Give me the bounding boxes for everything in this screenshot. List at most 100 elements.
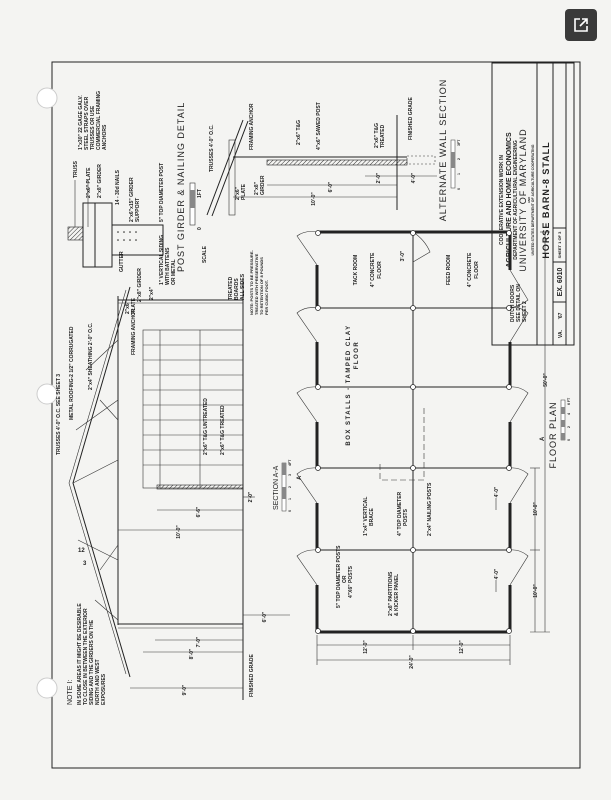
- note-text: IN SOME AREAS IT MIGHT BE DESIRABLETO CL…: [77, 603, 107, 705]
- scale-tick: 6 FT: [567, 397, 571, 405]
- alt-tg-treated-label: 2"x6" T&GTREATED: [374, 123, 386, 148]
- title-block: COOPERATIVE EXTENSION WORK IN AGRICULTUR…: [491, 62, 575, 346]
- post-girder-detail-title: POST GIRDER & NAILING DETAIL: [176, 102, 186, 272]
- treated-boards-label: TREATEDBOARDSALL SIDES: [228, 273, 246, 300]
- alternate-wall-section-title: ALTERNATE WALL SECTION: [438, 79, 448, 222]
- alt-dim-10-0: 10'-0": [311, 192, 317, 206]
- title-block-line-2: AGRICULTURE AND HOME ECONOMICS: [506, 132, 513, 268]
- straps-label: 1"x30" 22 GAGE GALV.STEEL STRAPS OVERTRU…: [78, 91, 108, 150]
- floor-plan: TACK ROOM 4" CONCRETEFLOOR FEED ROOM 4" …: [296, 230, 571, 669]
- nailing-posts-label: 2"x4" NAILING POSTS: [427, 482, 433, 536]
- posts-treatment-note: NOTE: POSTS TO BE PRESSURE-TREATED WITH …: [249, 250, 269, 315]
- scale-tick: 1: [457, 173, 461, 175]
- finished-grade-label: FINISHED GRADE: [249, 654, 255, 697]
- title-block-year: '67: [558, 312, 564, 319]
- title-block-line-5: AND: [527, 196, 531, 203]
- open-external-button[interactable]: [565, 9, 597, 41]
- note-title: NOTE I:: [67, 680, 74, 705]
- external-link-icon: [574, 18, 588, 32]
- title-block-line-6: UNITED STATES DEPARTMENT OF AGRICULTURE …: [531, 144, 535, 255]
- feed-room-label: FEED ROOM: [446, 255, 452, 285]
- scale-tick: 2: [567, 426, 571, 428]
- width-dim-2: 12'-0": [459, 640, 465, 654]
- girder-label: 2"x8" GIRDER: [97, 164, 103, 198]
- floor-plan-title: FLOOR PLAN: [548, 401, 558, 468]
- alt-plate-label: 2"x6"PLATE: [235, 183, 247, 200]
- scale-start: 0: [197, 227, 203, 230]
- binder-holes: [36, 87, 58, 699]
- nails-label: 14 - 30d NAILS: [115, 169, 121, 205]
- scale-tick: 0: [457, 188, 461, 190]
- truss-label: TRUSS: [73, 160, 79, 178]
- stall-dim-1: 10'-0": [533, 502, 539, 516]
- alt-trusses-label: TRUSSES 4'-0" O.C.: [209, 124, 215, 172]
- scale-label: SCALE: [202, 245, 208, 263]
- door-dim-1: 4'-0": [494, 486, 500, 497]
- alt-dim-6-0: 6'-0": [328, 181, 334, 192]
- alt-tg-label: 2"x6" T&G: [296, 120, 302, 145]
- top-posts-label: 4" TOP DIAMETERPOSTS: [397, 491, 409, 536]
- width-dim-1: 12'-0": [363, 640, 369, 654]
- posts-label: 5" TOP DIAMETER POSTSOR4"X6" POSTS: [336, 545, 354, 608]
- pitch-rise: 3: [83, 561, 87, 567]
- roofing-label: METAL ROOFING-2 1/2" CORRUGATED: [69, 326, 75, 420]
- dim-8-0: 8'-0": [189, 648, 195, 659]
- title-block-sheet: SHEET 1 OF 3: [557, 231, 562, 258]
- door-dim-2: 4'-0": [494, 568, 500, 579]
- girder-support-label: 2"x6"x15" GIRDERSUPPORT: [129, 177, 141, 222]
- scale-tick: 4: [567, 413, 571, 415]
- stall-dim-2: 10'-0": [533, 584, 539, 598]
- alt-framing-anchor-label: FRAMING ANCHOR: [249, 103, 255, 150]
- dim-6-6: 6'-6": [196, 506, 202, 517]
- tack-room-floor-label: 4" CONCRETEFLOOR: [370, 252, 383, 287]
- alt-dim-4-0: 4'-0": [411, 172, 417, 183]
- section-marker: A: [540, 436, 546, 441]
- gutter-label: GUTTER: [119, 251, 125, 272]
- dim-2-0: 2'-0": [248, 491, 254, 502]
- drawing-border: [51, 61, 581, 769]
- dim-9-0: 9'-0": [182, 684, 188, 695]
- dutch-doors-label: DUTCH DOORSSEE DETAIL ONSHEET 2: [510, 284, 528, 322]
- alt-post-label: 4"x6" SAWED POST: [316, 102, 322, 150]
- scale-tick: 2: [457, 158, 461, 160]
- alt-finished-grade-label: FINISHED GRADE: [408, 97, 414, 140]
- length-dim: 50'-0": [543, 373, 549, 387]
- drawing-title: HORSE BARN-8 STALL: [541, 141, 551, 258]
- trusses-label: TRUSSES 4'-0" O.C. SEE SHEET 3: [56, 374, 62, 455]
- partitions-label: 2"x8" PARTITIONS& KICKER PANEL: [388, 571, 400, 616]
- girder-label-aa: 2"x8" GIRDER: [137, 268, 143, 302]
- post-girder-detail: TRUSS 1"x30" 22 GAGE GALV.STEEL STRAPS O…: [67, 91, 208, 272]
- dim-6-0: 6'-0": [262, 611, 268, 622]
- tack-room-label: TACK ROOM: [353, 255, 359, 285]
- width-total-dim: 24'-0": [409, 655, 415, 669]
- sheathing-label: 2"x4" SHEATHING 2'-0" O.C.: [88, 322, 94, 390]
- scale-tick: 3FT: [457, 139, 461, 146]
- feed-room-floor-label: 4" CONCRETEFLOOR: [467, 252, 480, 287]
- alt-dim-2-0: 2'-0": [376, 172, 382, 183]
- scale-tick: 4FT: [288, 459, 292, 466]
- treated-label: 2"x6" T&G TREATED: [220, 405, 226, 455]
- section-marker: A: [297, 475, 303, 480]
- plate-label-aa: 2"x6"PLATE: [125, 297, 137, 314]
- title-block-number: EX. 6010: [557, 267, 564, 296]
- scale-tick: 2: [288, 486, 292, 488]
- framing-anchor-label: FRAMING ANCHOR: [131, 308, 137, 355]
- section-a-a: TRUSSES 4'-0" O.C. SEE SHEET 3 METAL ROO…: [56, 235, 292, 705]
- brace-label: 1"x4" VERTICALBRACE: [363, 497, 375, 536]
- title-block-state: VA.: [558, 329, 564, 338]
- plate-label: 2"x6" PLATE: [86, 167, 92, 198]
- door-width-dim: 3'-0": [400, 250, 406, 261]
- two-by-four-label: 2"x4": [149, 286, 155, 300]
- siding-label: 1" VERTICAL SIDINGWITH BATTENSOR METAL: [159, 235, 177, 285]
- title-block-line-3: DEPARTMENT OF AGRICULTURAL ENGINEERING: [513, 140, 519, 260]
- pitch-run: 12: [78, 548, 85, 554]
- dim-10-0: 10'-0": [176, 525, 182, 539]
- scale-tick: 3: [288, 474, 292, 476]
- alt-girder-label: 2"x8"GIRDER: [254, 175, 266, 195]
- section-a-a-title: SECTION A-A: [273, 465, 280, 510]
- scale-tick: 0: [567, 439, 571, 441]
- title-block-university: UNIVERSITY OF MARYLAND: [518, 128, 528, 271]
- untreated-label: 2"x6" T&G UNTREATED: [203, 398, 209, 455]
